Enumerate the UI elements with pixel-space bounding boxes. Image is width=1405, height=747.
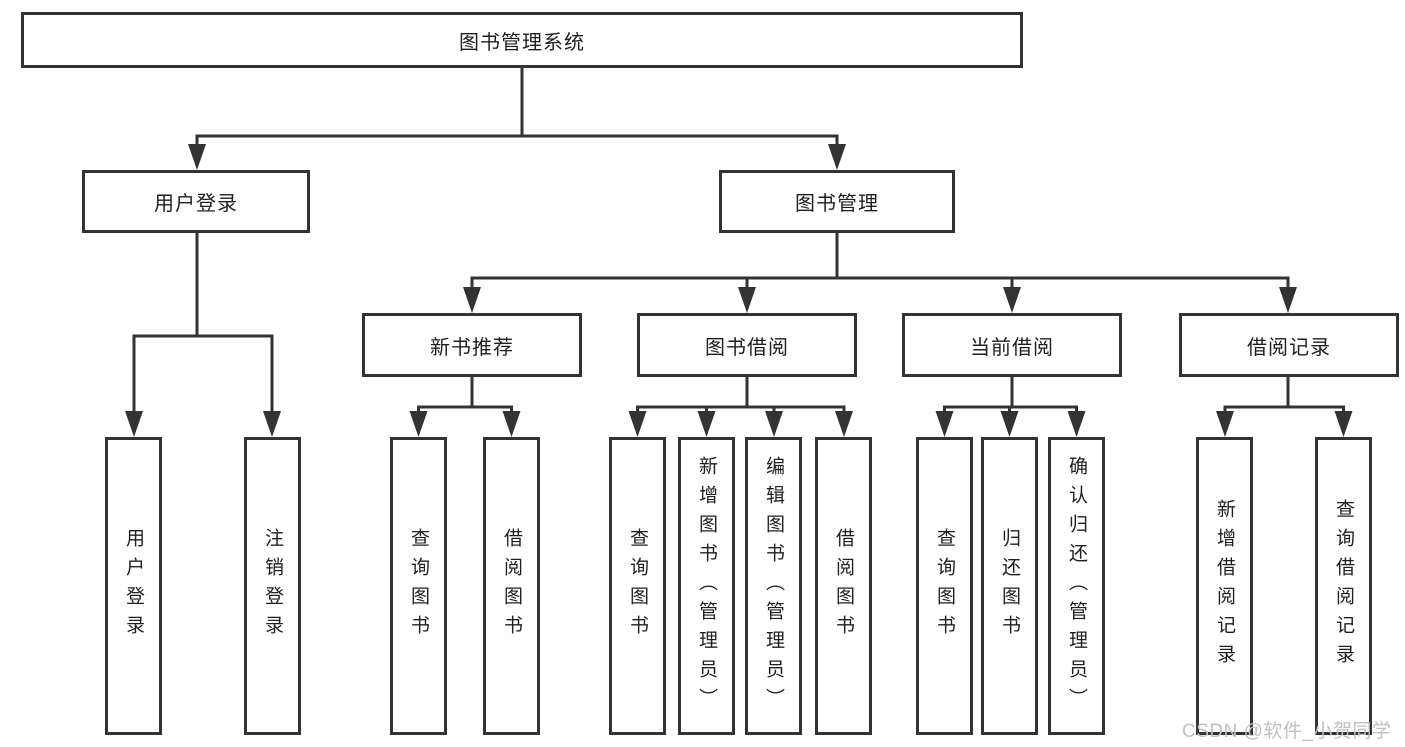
leaf-return-book-label: 归还图书 bbox=[999, 528, 1020, 644]
leaf-add-book-admin-label: 新增图书（管理员） bbox=[696, 455, 717, 717]
leaf-borrow-book-1-label: 借阅图书 bbox=[501, 528, 522, 644]
node-borrow-record: 借阅记录 bbox=[1179, 313, 1399, 377]
leaf-add-borrow-record-label: 新增借阅记录 bbox=[1214, 499, 1235, 673]
leaf-logout: 注销登录 bbox=[244, 437, 301, 735]
arrow-down-icon bbox=[935, 411, 954, 437]
leaf-query-book-2-label: 查询图书 bbox=[627, 528, 648, 644]
leaf-confirm-return-admin-label: 确认归还（管理员） bbox=[1066, 455, 1087, 717]
node-book-management: 图书管理 bbox=[719, 170, 955, 233]
arrow-down-icon bbox=[463, 287, 481, 313]
leaf-edit-book-admin: 编辑图书（管理员） bbox=[745, 437, 802, 735]
node-user-login-label: 用户登录 bbox=[154, 193, 238, 215]
node-root-label: 图书管理系统 bbox=[459, 31, 585, 54]
leaf-borrow-book-2-label: 借阅图书 bbox=[833, 528, 854, 644]
leaf-edit-book-admin-label: 编辑图书（管理员） bbox=[763, 455, 784, 717]
node-borrow-record-label: 借阅记录 bbox=[1247, 336, 1331, 359]
leaf-query-book-3-label: 查询图书 bbox=[934, 528, 955, 644]
node-root: 图书管理系统 bbox=[21, 12, 1023, 68]
arrow-down-icon bbox=[1216, 411, 1234, 437]
leaf-add-book-admin: 新增图书（管理员） bbox=[678, 437, 735, 735]
arrow-down-icon bbox=[1334, 411, 1353, 437]
arrow-down-icon bbox=[502, 411, 521, 437]
leaf-user-login: 用户登录 bbox=[105, 437, 162, 735]
arrow-down-icon bbox=[738, 287, 756, 313]
leaf-borrow-book-2: 借阅图书 bbox=[815, 437, 872, 735]
node-user-login: 用户登录 bbox=[82, 170, 310, 233]
leaf-return-book: 归还图书 bbox=[981, 437, 1038, 735]
leaf-query-book-1-label: 查询图书 bbox=[408, 528, 429, 644]
node-book-borrow: 图书借阅 bbox=[637, 313, 857, 377]
leaf-borrow-book-1: 借阅图书 bbox=[483, 437, 540, 735]
csdn-watermark: CSDN @软件_小贺同学 bbox=[1182, 721, 1392, 742]
arrow-down-icon bbox=[188, 144, 206, 170]
arrow-down-icon bbox=[828, 144, 846, 170]
node-book-management-label: 图书管理 bbox=[795, 193, 879, 215]
leaf-add-borrow-record: 新增借阅记录 bbox=[1196, 437, 1253, 735]
leaf-user-login-label: 用户登录 bbox=[123, 528, 144, 644]
arrow-down-icon bbox=[697, 411, 716, 437]
arrow-down-icon bbox=[765, 411, 783, 437]
leaf-query-book-2: 查询图书 bbox=[609, 437, 666, 735]
node-current-borrow: 当前借阅 bbox=[902, 313, 1122, 377]
leaf-query-book-1: 查询图书 bbox=[390, 437, 447, 735]
arrow-down-icon bbox=[1003, 287, 1021, 313]
arrow-down-icon bbox=[125, 411, 143, 437]
arrow-down-icon bbox=[835, 411, 853, 437]
leaf-query-borrow-record-label: 查询借阅记录 bbox=[1333, 499, 1354, 673]
arrow-down-icon bbox=[263, 411, 281, 437]
node-book-borrow-label: 图书借阅 bbox=[705, 336, 789, 359]
arrow-down-icon bbox=[1000, 411, 1019, 437]
node-new-book-recommend: 新书推荐 bbox=[362, 313, 582, 377]
leaf-query-borrow-record: 查询借阅记录 bbox=[1315, 437, 1372, 735]
node-current-borrow-label: 当前借阅 bbox=[970, 336, 1054, 359]
leaf-confirm-return-admin: 确认归还（管理员） bbox=[1048, 437, 1105, 735]
leaf-logout-label: 注销登录 bbox=[262, 528, 283, 644]
node-new-book-recommend-label: 新书推荐 bbox=[430, 336, 514, 359]
arrow-down-icon bbox=[628, 411, 647, 437]
arrow-down-icon bbox=[409, 411, 428, 437]
arrow-down-icon bbox=[1067, 411, 1086, 437]
arrow-down-icons bbox=[125, 144, 1353, 437]
arrow-down-icon bbox=[1279, 287, 1297, 313]
leaf-query-book-3: 查询图书 bbox=[916, 437, 973, 735]
